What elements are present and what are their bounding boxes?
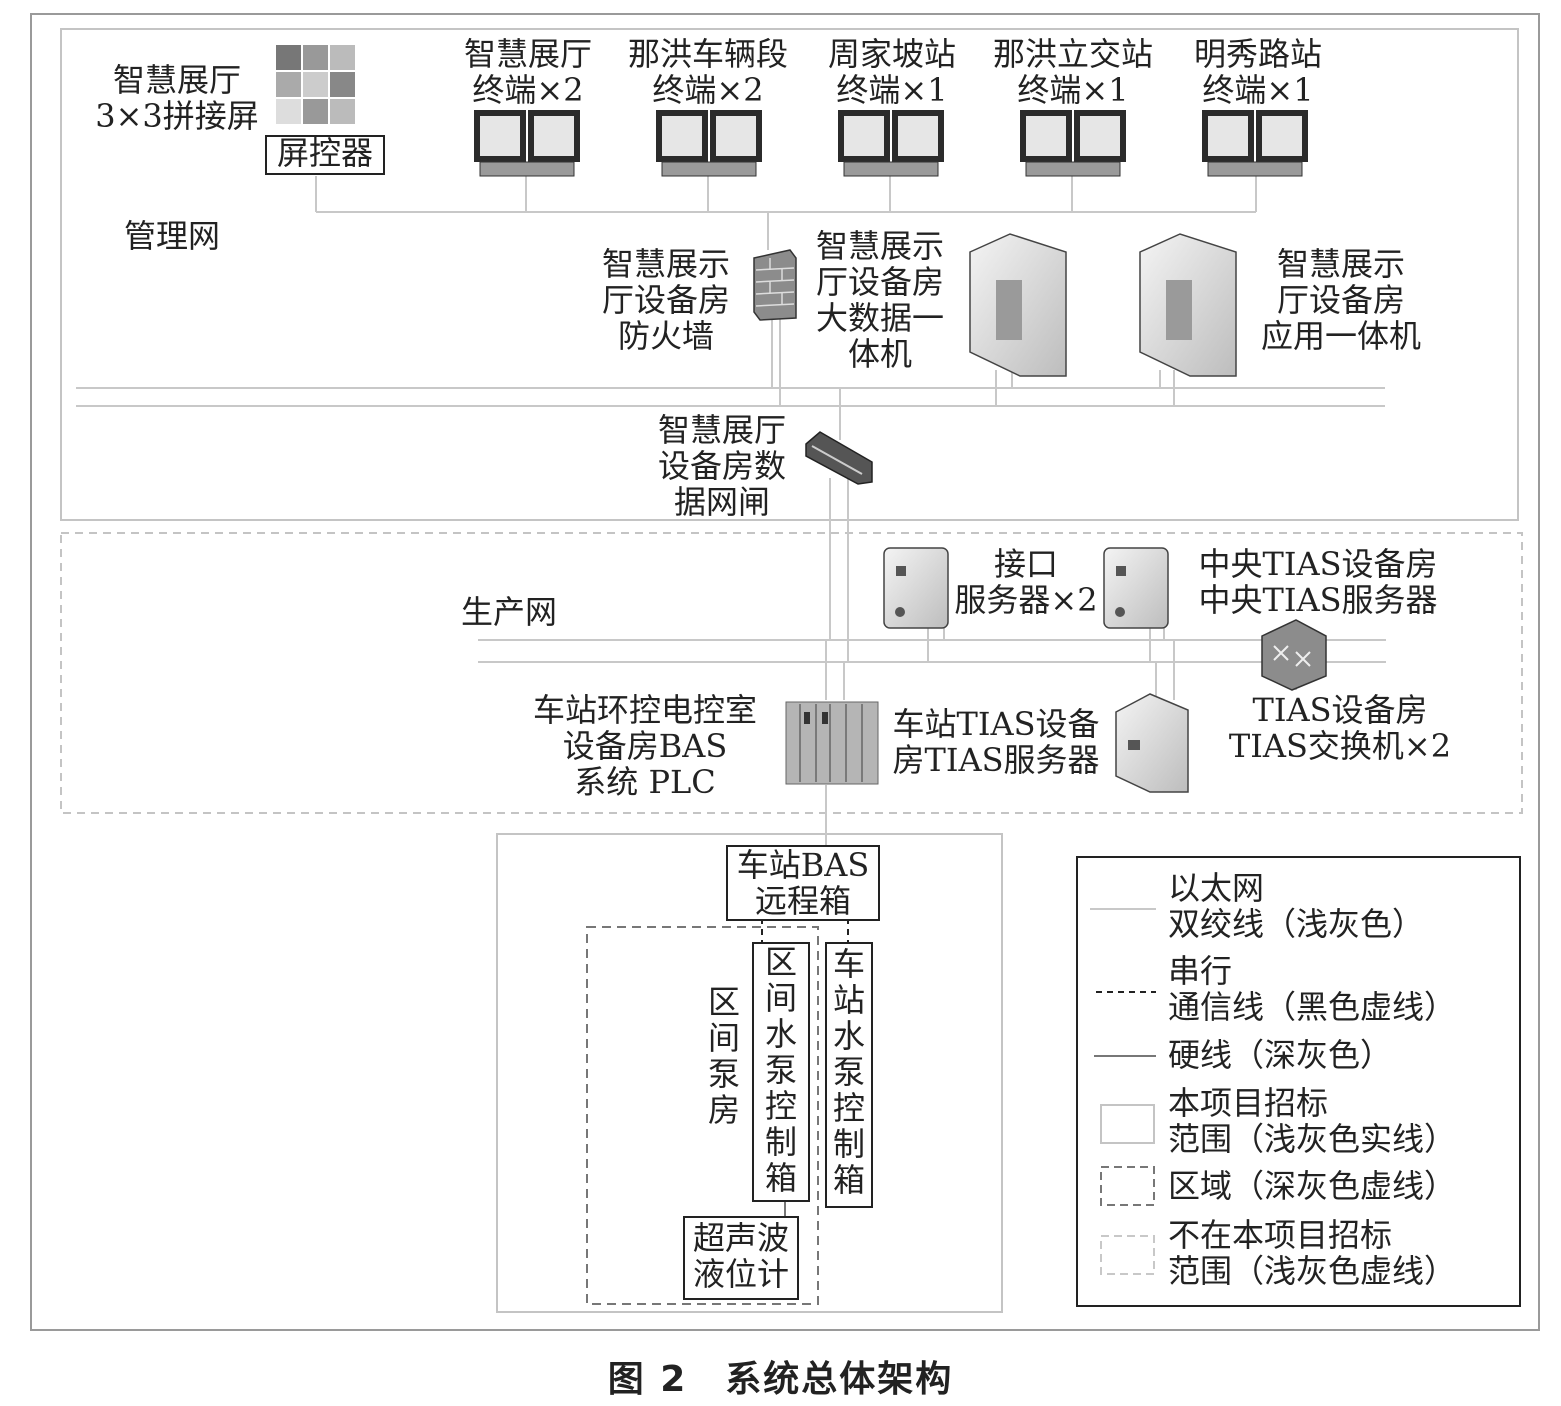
interval-pump-room-label: 区间泵房 (707, 983, 740, 1129)
terminal-mingxiu-icon (1202, 110, 1308, 177)
terminal-nahong-depot-label: 那洪车辆段 终端×2 (627, 35, 788, 109)
legend-box (1076, 856, 1521, 1307)
tias-switch-icon (1261, 619, 1327, 691)
legend-out-of-scope-swatch (1100, 1235, 1155, 1275)
station-pump-control-box-label: 车站水泵控制箱 (832, 945, 865, 1199)
terminal-nahong-lijiao-label: 那洪立交站 终端×1 (992, 35, 1153, 109)
terminal-zhoujiapo-icon (838, 110, 944, 177)
interval-pump-control-box: 区间水泵控制箱 (752, 942, 810, 1202)
legend-hardwire: 硬线（深灰色） (1168, 1036, 1393, 1074)
bigdata-server-icon (969, 233, 1067, 377)
management-net-frame (60, 28, 1519, 521)
legend-out-of-scope: 不在本项目招标 范围（浅灰色虚线） (1168, 1216, 1457, 1290)
figure-caption: 图 2 系统总体架构 (607, 1359, 954, 1400)
video-wall-label: 智慧展厅 3×3拼接屏 (95, 61, 259, 135)
central-tias-label: 中央TIAS设备房 中央TIAS服务器 (1198, 545, 1438, 619)
bigdata-label: 智慧展示 厅设备房 大数据一 体机 (815, 227, 944, 373)
interval-pump-control-box-label: 区间水泵控制箱 (764, 943, 797, 1197)
video-wall-icon (274, 43, 357, 126)
ultrasonic-level-meter-label: 超声波 液位计 (692, 1219, 789, 1293)
station-pump-control-box: 车站水泵控制箱 (825, 942, 873, 1208)
bas-remote-box-label: 车站BAS 远程箱 (736, 846, 870, 920)
terminal-zhoujiapo-label: 周家坡站 终端×1 (827, 35, 956, 109)
terminal-icons (474, 110, 1308, 177)
production-net-label: 生产网 (461, 593, 558, 631)
app-server-label: 智慧展示 厅设备房 应用一体机 (1260, 245, 1421, 355)
firewall-icon (753, 249, 797, 321)
ethernet-lines (76, 176, 1386, 845)
terminal-hall-label: 智慧展厅 终端×2 (463, 35, 592, 109)
bas-plc-label: 车站环控电控室 设备房BAS 系统 PLC (532, 691, 757, 801)
terminal-nahong-lijiao-icon (1020, 110, 1126, 177)
bas-plc-icon (785, 701, 879, 785)
ultrasonic-level-meter: 超声波 液位计 (683, 1216, 799, 1300)
firewall-label: 智慧展示 厅设备房 防火墙 (601, 245, 730, 355)
production-net-frame (60, 532, 1523, 814)
terminal-hall-icon (474, 110, 580, 177)
serial-lines (761, 918, 849, 942)
interface-server-label: 接口 服务器×2 (954, 545, 1098, 619)
bas-scope-frame (496, 833, 1003, 1313)
tias-switch-label: TIAS设备房 TIAS交换机×2 (1228, 691, 1452, 765)
bas-remote-box: 车站BAS 远程箱 (726, 845, 880, 921)
app-server-icon (1139, 233, 1237, 377)
legend-scope-swatch (1100, 1104, 1155, 1144)
outer-border (30, 13, 1540, 1331)
central-tias-server-icon (1103, 547, 1169, 629)
management-net-label: 管理网 (124, 217, 221, 255)
terminal-mingxiu-label: 明秀路站 终端×1 (1193, 35, 1322, 109)
legend-ethernet: 以太网 双绞线（浅灰色） (1168, 869, 1425, 943)
legend-region: 区域（深灰色虚线） (1168, 1167, 1457, 1205)
interface-server-icon (883, 547, 949, 629)
screen-controller: 屏控器 (265, 135, 385, 175)
legend-region-swatch (1100, 1166, 1155, 1206)
station-tias-server-icon (1115, 693, 1189, 793)
screen-controller-label: 屏控器 (276, 134, 373, 172)
data-gateway-label: 智慧展厅 设备房数 据网闸 (657, 411, 786, 521)
station-tias-label: 车站TIAS设备 房TIAS服务器 (892, 705, 1100, 779)
terminal-nahong-depot-icon (656, 110, 762, 177)
data-gateway-icon (805, 431, 873, 485)
legend-scope: 本项目招标 范围（浅灰色实线） (1168, 1084, 1457, 1158)
interval-pump-room-region (586, 926, 819, 1305)
legend-serial: 串行 通信线（黑色虚线） (1168, 952, 1457, 1026)
